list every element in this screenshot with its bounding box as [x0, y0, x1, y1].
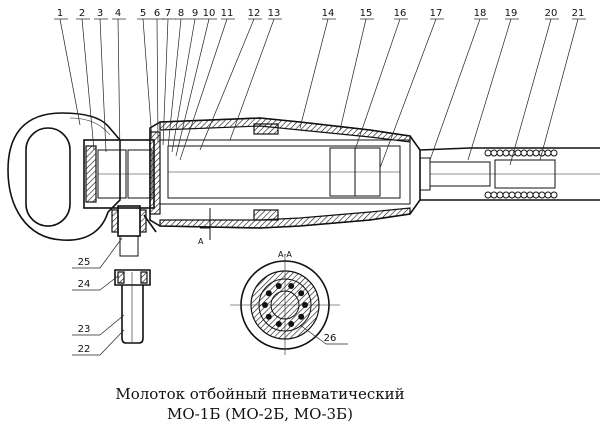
callout-16: 16: [394, 8, 407, 19]
callout-10: 10: [203, 8, 216, 19]
callout-23: 23: [78, 324, 91, 335]
callout-21: 21: [572, 8, 585, 19]
callout-7: 7: [165, 8, 171, 19]
callout-19: 19: [505, 8, 518, 19]
callout-24: 24: [78, 279, 91, 290]
callout-12: 12: [248, 8, 261, 19]
nozzle: [419, 147, 600, 201]
callout-5: 5: [140, 8, 146, 19]
callout-17: 17: [430, 8, 443, 19]
caption-line-2: МО-1Б (МО-2Б, МО-3Б): [167, 405, 353, 423]
callout-14: 14: [322, 8, 335, 19]
callout-25: 25: [78, 257, 91, 268]
valve-box: [83, 131, 161, 215]
section-view: А-А: [230, 250, 340, 355]
air-fitting: [111, 205, 157, 257]
callout-8: 8: [178, 8, 184, 19]
callout-13: 13: [268, 8, 281, 19]
callout-11: 11: [221, 8, 234, 19]
section-title: А-А: [278, 250, 292, 259]
callout-15: 15: [360, 8, 373, 19]
hose-nipple: [114, 269, 151, 344]
caption-line-1: Молоток отбойный пневматический: [115, 385, 405, 403]
callout-3: 3: [97, 8, 103, 19]
callout-26: 26: [324, 333, 337, 344]
section-cut-marker: А: [198, 208, 211, 246]
callout-4: 4: [115, 8, 121, 19]
section-marker-label: А: [198, 237, 204, 246]
callout-2: 2: [79, 8, 85, 19]
callout-1: 1: [57, 8, 63, 19]
leader-lines: [54, 18, 586, 356]
handle: [7, 112, 121, 241]
barrel: [149, 117, 421, 229]
callout-18: 18: [474, 8, 487, 19]
callout-9: 9: [192, 8, 198, 19]
callout-22: 22: [78, 344, 91, 355]
callout-20: 20: [545, 8, 558, 19]
callout-6: 6: [154, 8, 160, 19]
buffer-spring: [484, 149, 558, 199]
